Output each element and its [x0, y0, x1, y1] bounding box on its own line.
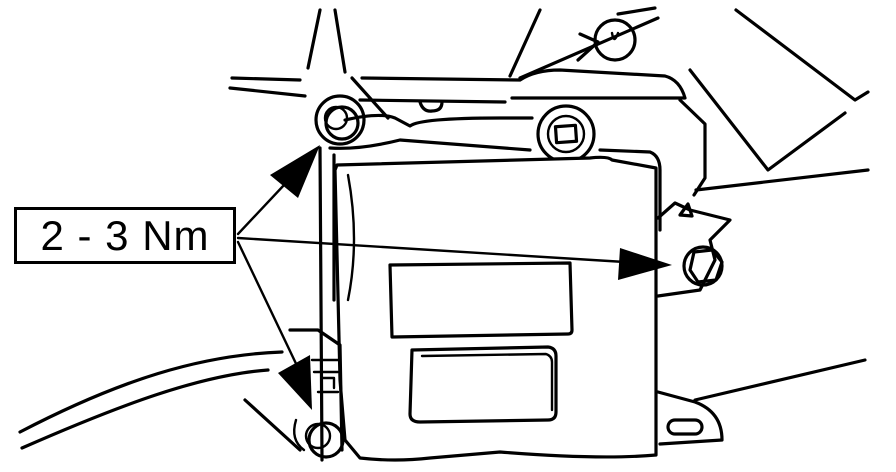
module-lid — [328, 68, 707, 232]
lower-left-bolt — [288, 328, 345, 459]
lower-right-mounting-tab — [656, 390, 724, 446]
background-structure — [18, 6, 870, 452]
right-side-bolt — [682, 245, 724, 287]
torque-spec-label: 2 - 3 Nm — [40, 211, 210, 259]
callout-leaders — [236, 145, 672, 410]
upper-left-bolt — [314, 94, 366, 462]
torque-callout: 2 - 3 Nm — [14, 207, 236, 264]
module-body — [333, 155, 658, 462]
